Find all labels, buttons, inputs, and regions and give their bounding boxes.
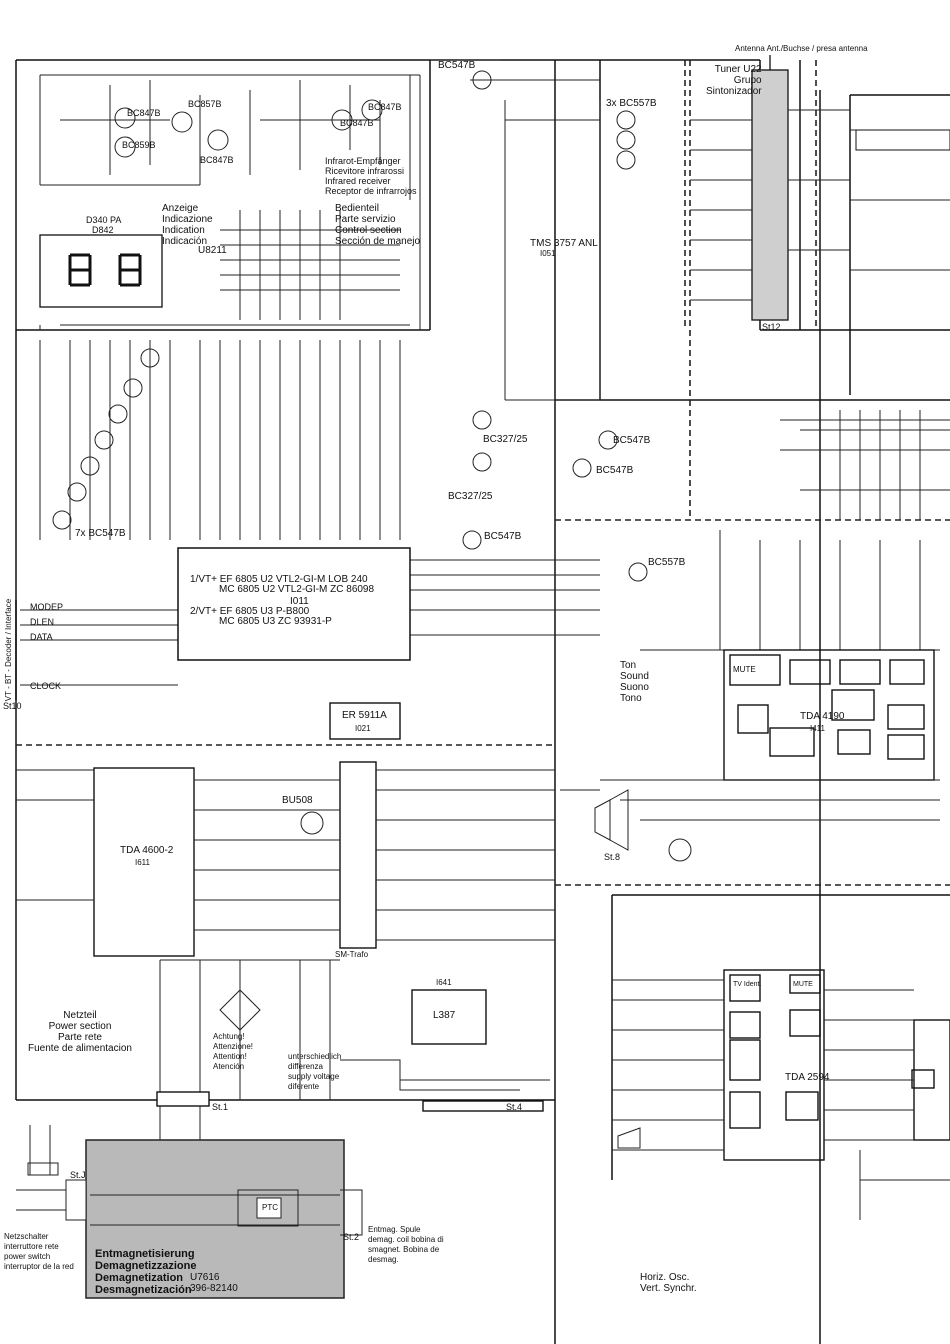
transistor-top-bc547b: BC547B [438, 60, 476, 71]
ir-transistor-5: BC847B [340, 118, 374, 128]
display-title: Anzeige Indicazione Indication Indicació… [162, 203, 213, 247]
power-transistor: BU508 [282, 795, 313, 806]
micro-line-4: MC 6805 U3 ZC 93931-P [219, 616, 332, 627]
ir-transistor-1: BC847B [127, 108, 161, 118]
interface-pin-data: DATA [30, 632, 53, 642]
micro-line-1: 1/VT+ EF 6805 U2 VTL2-GI-M LOB 240 [190, 574, 368, 585]
power-diff-note: unterschiedlich differenza supply voltag… [288, 1052, 342, 1091]
degauss-coil-text: Entmag. Spule demag. coil bobina di smag… [368, 1225, 444, 1264]
display-ref: D842 [92, 225, 114, 235]
connector-st4: St.4 [506, 1102, 523, 1112]
power-warning: Achtung! Attenzione! Attention! Atención [213, 1032, 254, 1071]
micro-ref: I011 [290, 596, 309, 607]
display-board-ref: U8211 [198, 245, 227, 256]
ir-transistor-4: BC847B [200, 155, 234, 165]
transistor-bc547b-3: BC547B [613, 435, 651, 446]
sound-title: Ton Sound Suono Tono [620, 660, 649, 704]
degauss-connector-left: St.J [70, 1170, 86, 1180]
sync-footer: Horiz. Osc. Vert. Synchr. [640, 1272, 697, 1294]
tuner-title: Tuner U22 Grupo Sintonizador [706, 64, 762, 97]
trafo-label: SM-Trafo [335, 950, 369, 959]
degauss-part-code: 396-82140 [190, 1283, 238, 1294]
interface-pin-modep: MODEP [30, 602, 64, 612]
ir-receiver-title: Infrarot-Empfänger Ricevitore infrarossi… [325, 156, 417, 196]
ir-transistor-3: BC857B [188, 99, 222, 109]
micro-line-2: MC 6805 U2 VTL2-GI-M ZC 86098 [219, 584, 375, 595]
sound-mute: MUTE [733, 665, 756, 674]
ir-transistor-2: BC859B [122, 140, 156, 150]
interface-pin-clock: CLOCK [30, 681, 62, 691]
sound-ic-ref: I411 [810, 724, 825, 733]
transistor-bc547b-2: BC547B [484, 531, 522, 542]
power-ic-ref: I611 [135, 858, 150, 867]
tuner-connector: St12 [762, 322, 781, 332]
regulator-name: L387 [433, 1010, 456, 1021]
speaker-connector: St.8 [604, 852, 621, 862]
interface-pin-dlen: DLEN [30, 617, 55, 627]
control-title: Bedienteil Parte servizio Control sectio… [335, 203, 421, 247]
transistor-bc547b-4: BC547B [596, 465, 634, 476]
degauss-connector-right: St.2 [343, 1232, 360, 1242]
eeprom-ref: I021 [355, 724, 371, 733]
degauss-ptc: PTC [262, 1203, 278, 1212]
degauss-switch: Netzschalter interruttore rete power swi… [4, 1232, 74, 1271]
transistor-3x-bc557b: 3x BC557B [606, 98, 657, 109]
transistor-bc327-1: BC327/25 [483, 434, 528, 445]
power-title: Netzteil Power section Parte rete Fuente… [28, 1010, 132, 1054]
interface-connector-title: VT - BT - Decoder / Interface [4, 598, 13, 702]
regulator-ref: I641 [436, 978, 452, 987]
degauss-part-number: U7616 [190, 1272, 220, 1283]
tms-chip-ref: I051 [540, 249, 556, 258]
sound-ic-name: TDA 4190 [800, 711, 845, 722]
degauss-title: Entmagnetisierung Demagnetizzazione Dema… [95, 1248, 197, 1296]
power-ic-name: TDA 4600-2 [120, 845, 174, 856]
transistor-bank-label: 7x BC547B [75, 528, 126, 539]
eeprom-name: ER 5911A [342, 710, 387, 721]
ir-transistor-6: BC847B [368, 102, 402, 112]
sync-ic-name: TDA 2594 [785, 1072, 830, 1083]
interface-connector-ref: St10 [3, 701, 22, 711]
sync-tv-ident: TV Ident. [733, 981, 762, 988]
tms-chip-name: TMS 3757 ANL [530, 238, 598, 249]
sheet-corner-text: Antenna Ant./Buchse / presa antenna [735, 44, 868, 53]
transistor-bc557b-2: BC557B [648, 557, 686, 568]
sync-mute: MUTE [793, 981, 813, 988]
transistor-bc327-2: BC327/25 [448, 491, 493, 502]
micro-line-3: 2/VT+ EF 6805 U3 P-B800 [190, 606, 310, 617]
display-part: D340 PA [86, 215, 122, 225]
power-connector: St.1 [212, 1102, 229, 1112]
